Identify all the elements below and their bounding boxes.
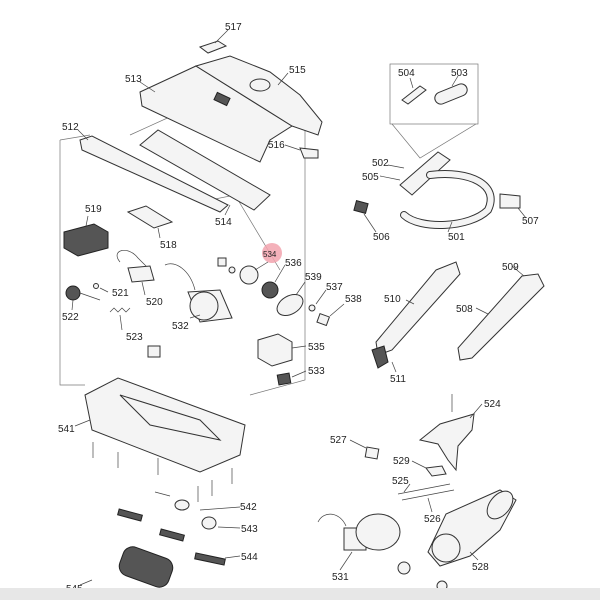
label-528: 528 <box>472 562 489 573</box>
part-527 <box>349 439 380 460</box>
label-521: 521 <box>112 288 129 299</box>
part-536 <box>261 264 286 299</box>
label-509: 509 <box>502 262 519 273</box>
part-520 <box>116 250 155 296</box>
label-519: 519 <box>85 204 102 215</box>
label-527: 527 <box>330 435 347 446</box>
part-516 <box>284 144 319 159</box>
label-501: 501 <box>448 232 465 243</box>
label-507: 507 <box>522 216 539 227</box>
label-537: 537 <box>326 282 343 293</box>
part-wand-510-511 <box>371 261 461 373</box>
part-541 <box>74 377 246 473</box>
part-531 <box>317 513 411 575</box>
part-hose-assembly <box>353 151 527 233</box>
part-538 <box>316 303 345 327</box>
label-502: 502 <box>372 158 389 169</box>
parts-rollers <box>79 491 241 588</box>
part-535 <box>257 333 307 367</box>
callout-labels: 517 513 515 512 516 514 519 518 521 520 … <box>58 22 539 595</box>
part-small-blocks <box>217 257 236 274</box>
label-531: 531 <box>332 572 349 583</box>
label-535: 535 <box>308 342 325 353</box>
label-523: 523 <box>126 332 143 343</box>
label-544: 544 <box>241 552 258 563</box>
label-538: 538 <box>345 294 362 305</box>
screws <box>92 442 233 502</box>
part-534 <box>239 243 282 285</box>
inset-503-504 <box>389 63 479 159</box>
part-518 <box>126 205 174 239</box>
part-529 <box>411 460 447 477</box>
part-537 <box>308 289 327 312</box>
label-515: 515 <box>289 65 306 76</box>
label-539: 539 <box>305 272 322 283</box>
part-539 <box>276 281 306 316</box>
part-512 <box>77 129 229 213</box>
label-510: 510 <box>384 294 401 305</box>
label-542: 542 <box>240 502 257 513</box>
label-506: 506 <box>373 232 390 243</box>
label-526: 526 <box>424 514 441 525</box>
label-508: 508 <box>456 304 473 315</box>
label-543: 543 <box>241 524 258 535</box>
part-small-square <box>147 345 161 358</box>
label-522: 522 <box>62 312 79 323</box>
label-505: 505 <box>362 172 379 183</box>
part-533 <box>276 370 307 386</box>
bottom-bar <box>0 588 600 600</box>
part-523 <box>109 307 131 331</box>
part-521 <box>93 283 109 293</box>
part-514 <box>139 129 271 216</box>
label-512: 512 <box>62 122 79 133</box>
part-528 <box>427 489 517 592</box>
label-504: 504 <box>398 68 415 79</box>
label-516: 516 <box>268 140 285 151</box>
label-541: 541 <box>58 424 75 435</box>
part-519 <box>63 215 109 257</box>
part-525-526 <box>397 483 455 513</box>
label-525: 525 <box>392 476 409 487</box>
label-520: 520 <box>146 297 163 308</box>
part-522 <box>65 285 101 311</box>
label-534: 534 <box>263 250 277 259</box>
label-511: 511 <box>390 374 406 385</box>
part-515 <box>194 55 323 136</box>
label-533: 533 <box>308 366 325 377</box>
label-524: 524 <box>484 399 501 410</box>
label-529: 529 <box>393 456 410 467</box>
part-524 <box>418 394 483 472</box>
label-514: 514 <box>215 217 232 228</box>
part-532 <box>164 263 233 323</box>
label-532: 532 <box>172 321 189 332</box>
label-513: 513 <box>125 74 142 85</box>
label-518: 518 <box>160 240 177 251</box>
label-517: 517 <box>225 22 242 33</box>
part-tube-508-509 <box>457 265 545 361</box>
label-536: 536 <box>285 258 302 269</box>
label-503: 503 <box>451 68 468 79</box>
part-517 <box>198 29 229 54</box>
